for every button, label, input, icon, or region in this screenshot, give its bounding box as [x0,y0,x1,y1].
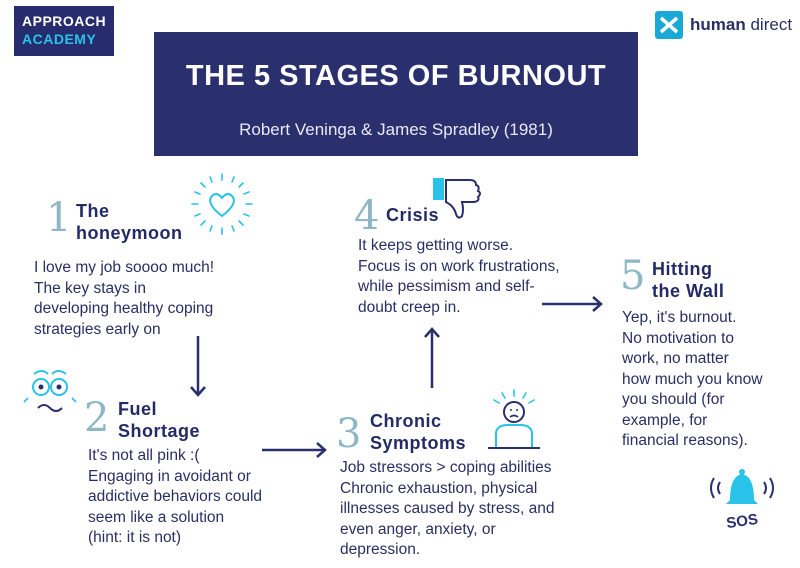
thumbs-down-icon [433,178,481,219]
sos-bell-icon: SOS [710,469,774,532]
human-direct-mark-icon [655,11,683,39]
arrow-right-2-to-3 [262,442,327,458]
stage-1-title: The honeymoon [76,201,183,243]
heart-sparkle-icon [191,173,253,235]
stage-2-number: 2 [84,395,110,441]
stage-3-number: 3 [336,411,362,457]
stage-3-title: Chronic Symptoms [370,411,467,453]
arrow-up-3-to-4 [424,327,440,388]
stage-5-number: 5 [620,253,646,299]
stage-4-title: Crisis [386,205,440,225]
arrow-down-1-to-2 [190,336,206,397]
stage-2-title: Fuel Shortage [118,399,201,441]
stage-4-number: 4 [354,193,380,239]
approach-academy-logo: APPROACH ACADEMY [14,6,114,56]
sos-label: SOS [725,511,759,532]
logo-line-1: APPROACH [22,13,107,29]
stressed-person-icon [488,389,540,449]
stage-1-description: I love my job soooo much! The key stays … [34,259,215,338]
stage-3-description: Job stressors > coping abilities Chronic… [340,459,555,558]
stage-5-description: Yep, it's burnout. No motivation to work… [622,309,763,449]
page-title: THE 5 STAGES OF BURNOUT [185,60,607,92]
title-banner: THE 5 STAGES OF BURNOUT Robert Veninga &… [154,32,638,156]
human-direct-logo: human direct [654,10,792,40]
worried-face-icon [23,370,77,412]
stage-5-title: Hitting the Wall [652,259,725,301]
stage-2-description: It's not all pink :( Engaging in avoidan… [88,447,263,546]
stage-1-number: 1 [46,195,72,241]
arrow-right-4-to-5 [542,296,603,312]
stage-4-description: It keeps getting worse. Focus is on work… [358,237,560,316]
page-subtitle: Robert Veninga & James Spradley (1981) [239,120,553,139]
logo-line-2: ACADEMY [22,31,97,47]
human-direct-wordmark: human direct [690,15,793,34]
